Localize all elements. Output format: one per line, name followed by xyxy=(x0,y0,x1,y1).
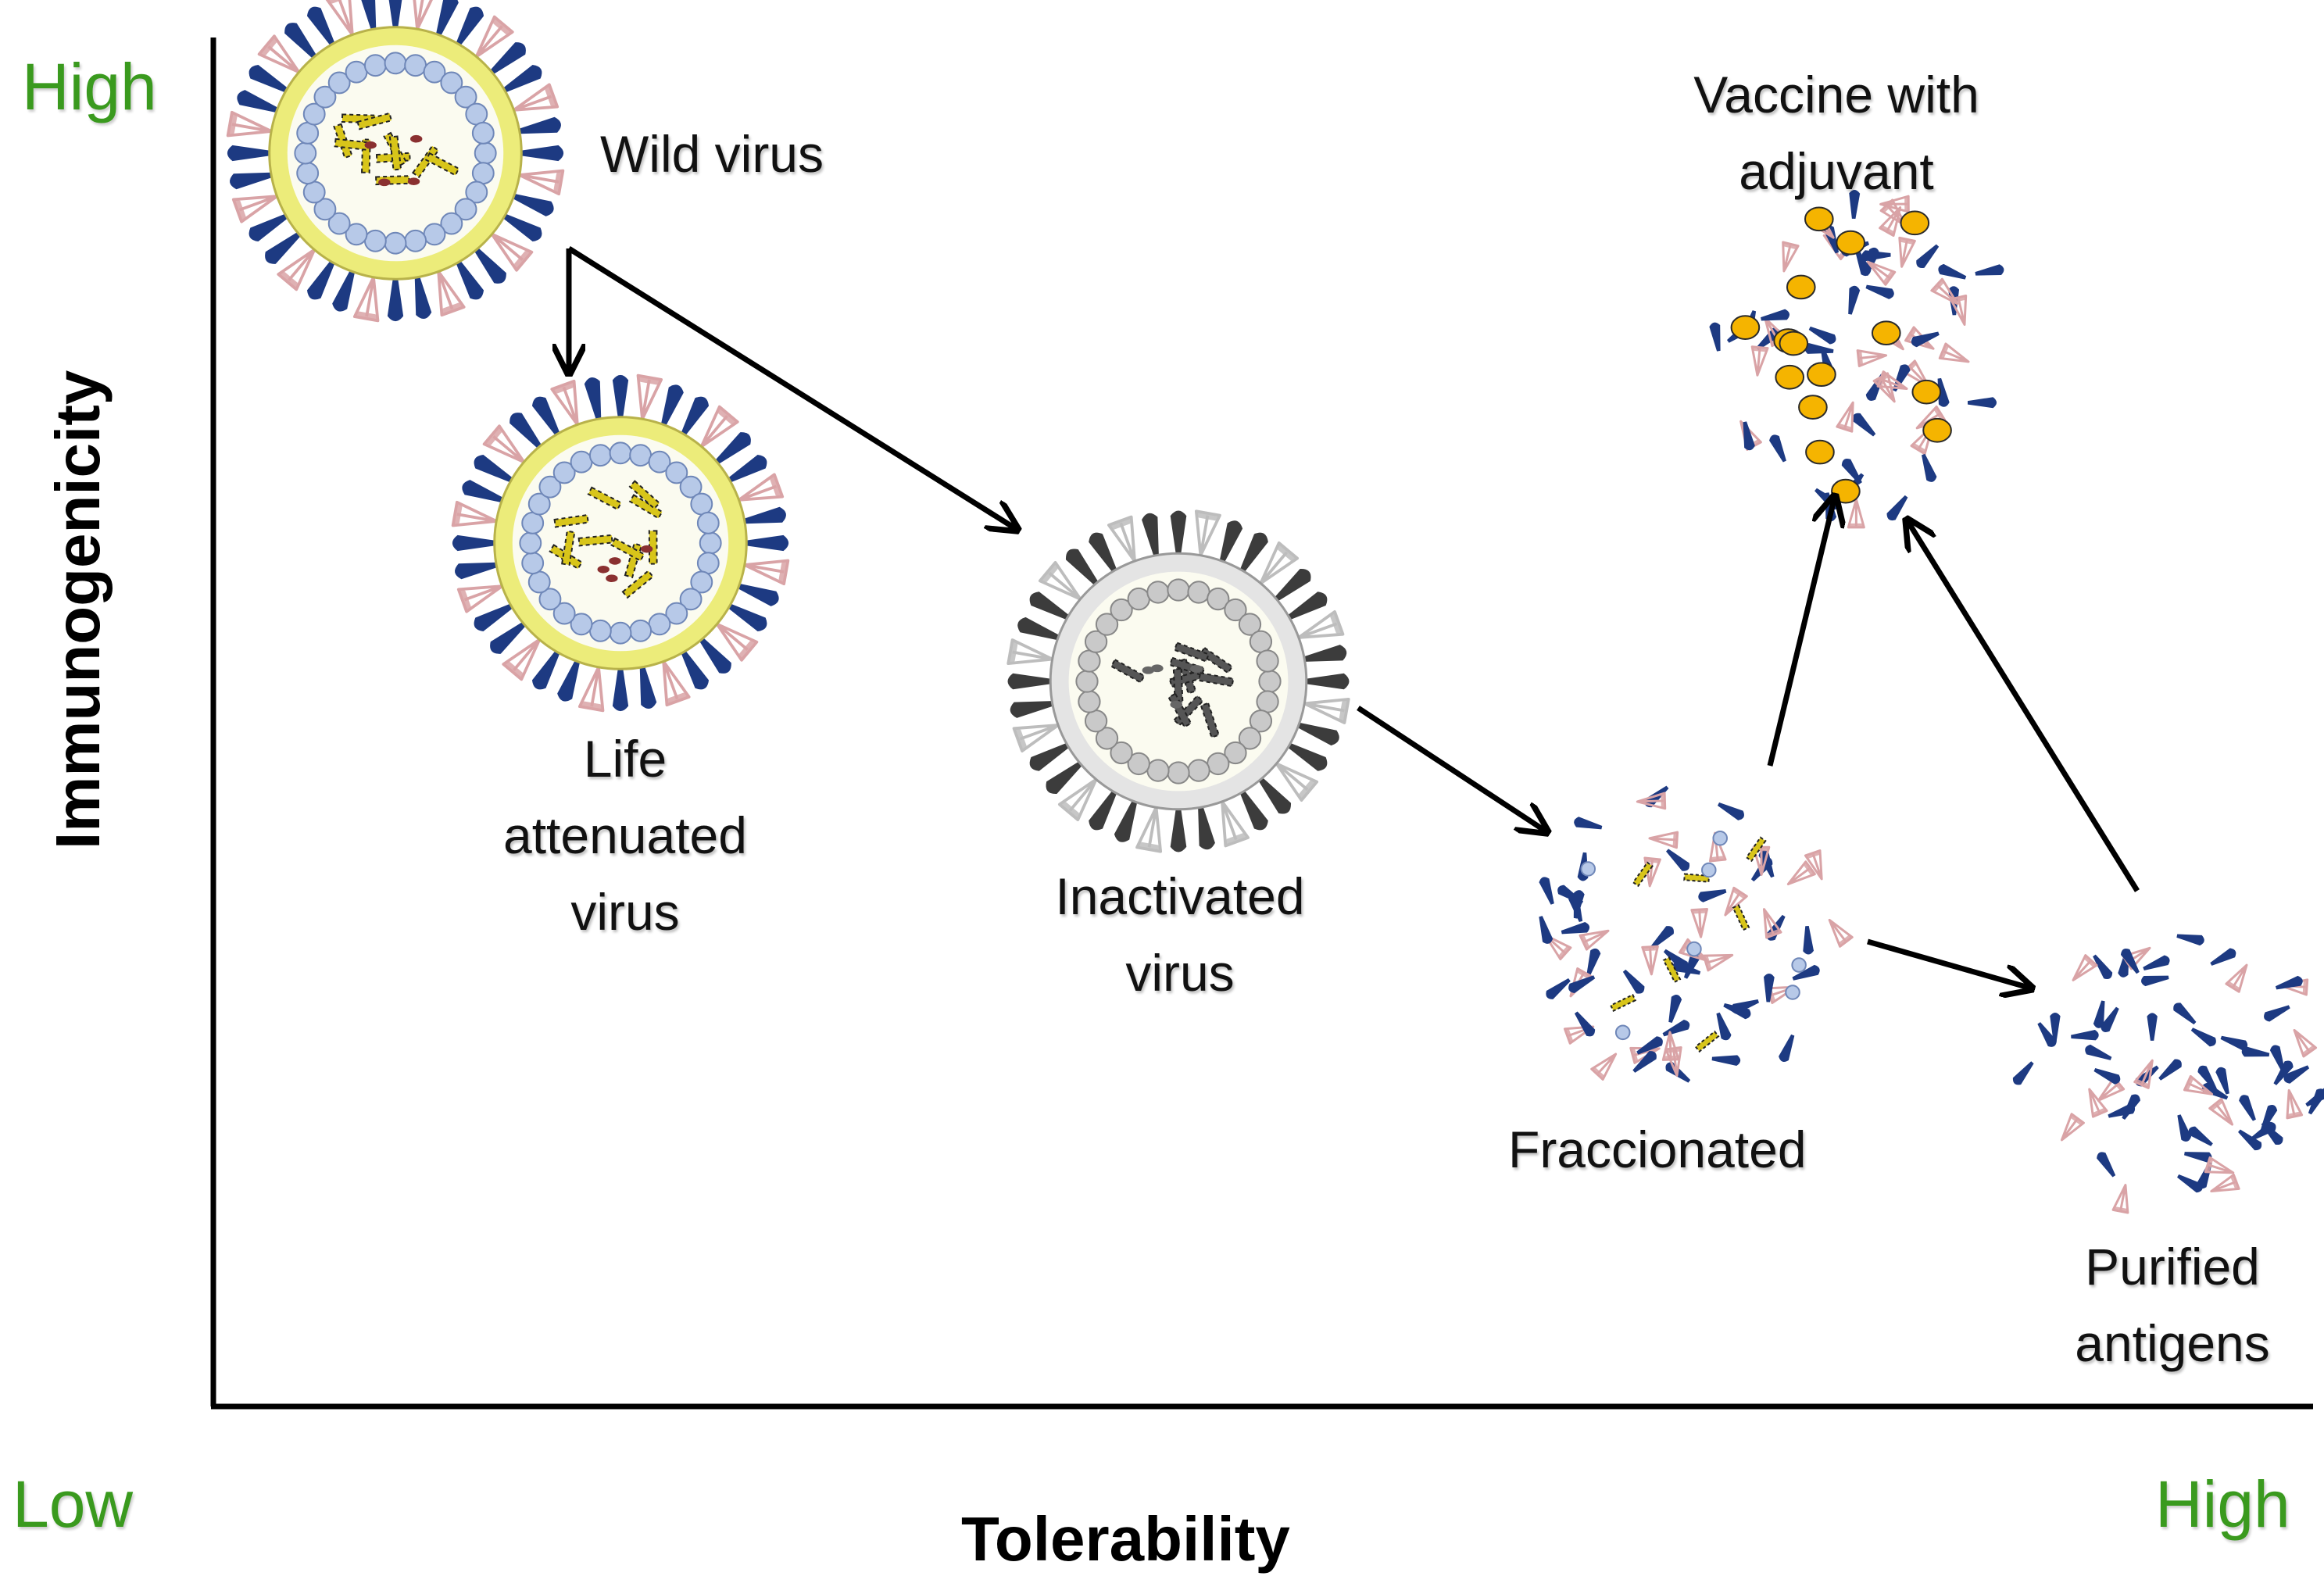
purified-label-line: antigens xyxy=(2075,1314,2270,1372)
axes xyxy=(210,38,2313,1410)
adjuvant-vaccine-cluster xyxy=(1709,189,2004,529)
adjuvant-label-line: Vaccine with xyxy=(1693,66,1979,123)
attenuated-label-line: virus xyxy=(570,883,680,941)
inactivated-label-line: virus xyxy=(1125,944,1235,1002)
attenuated-label-line: Life xyxy=(583,730,667,788)
arrow-fractionated-to-purified xyxy=(1867,938,2032,988)
vaccine-adjuvant-label: Vaccine with adjuvant xyxy=(1649,56,2024,209)
inactivated-label-line: Inactivated xyxy=(1055,867,1305,925)
x-axis-title: Tolerability xyxy=(961,1504,1290,1574)
arrow-wild-to-inactivated xyxy=(567,246,1017,530)
inactivated-virus-label: Inactivated virus xyxy=(1016,858,1344,1011)
attenuated-virus-particle xyxy=(451,373,790,713)
arrow-purified-to-adjuvant xyxy=(1907,520,2140,892)
purified-label-line: Purified xyxy=(2085,1238,2260,1296)
purified-antigens-cluster xyxy=(2012,934,2324,1214)
arrow-fractionated-to-adjuvant xyxy=(1767,496,1835,767)
x-axis-low-label: Low xyxy=(13,1467,134,1541)
particles xyxy=(226,0,2324,1214)
wild-virus-particle xyxy=(226,0,565,323)
arrow-inactivated-to-fractionated xyxy=(1357,706,1547,832)
y-axis-high-label: High xyxy=(22,50,157,123)
fractionated-label: Fraccionated xyxy=(1508,1120,1807,1178)
x-axis-high-label: High xyxy=(2155,1467,2290,1541)
adjuvant-label-line: adjuvant xyxy=(1739,142,1934,200)
fractionated-cluster xyxy=(1539,785,1854,1083)
attenuated-virus-label: Life attenuated virus xyxy=(461,720,789,950)
inactivated-virus-particle xyxy=(1006,509,1350,853)
arrows xyxy=(567,246,2140,988)
wild-virus-label: Wild virus xyxy=(600,125,824,183)
attenuated-label-line: attenuated xyxy=(503,806,747,864)
y-axis-title: Immunogenicity xyxy=(43,370,113,849)
purified-antigens-label: Purified antigens xyxy=(2000,1228,2324,1381)
